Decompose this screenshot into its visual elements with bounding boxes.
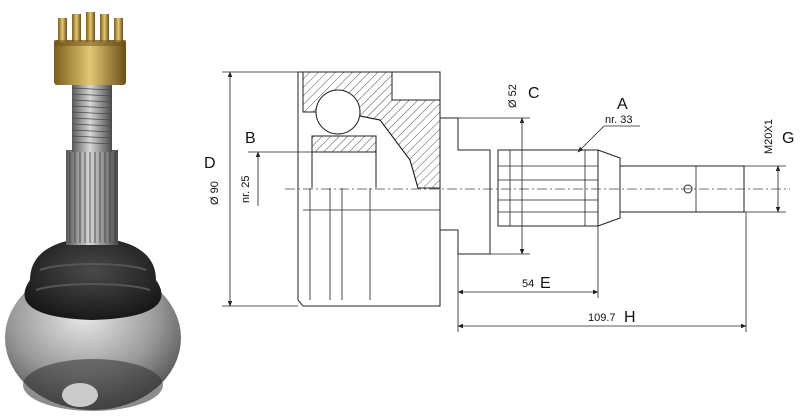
label-A: A: [617, 96, 628, 113]
cv-joint-photo: [5, 12, 181, 411]
label-dia-90: Ø 90: [209, 181, 221, 205]
label-nr-33: nr. 33: [605, 114, 633, 126]
label-len-109-7: 109.7: [588, 312, 616, 324]
label-E: E: [540, 275, 551, 292]
label-H: H: [624, 309, 636, 326]
label-len-54: 54: [522, 278, 534, 290]
label-C: C: [528, 85, 540, 102]
label-dia-52: Ø 52: [507, 84, 519, 108]
label-B: B: [245, 130, 256, 147]
label-D: D: [204, 155, 216, 172]
label-nr-25: nr. 25: [240, 175, 252, 203]
label-G: G: [782, 130, 794, 147]
technical-drawing: [222, 71, 790, 332]
label-thread-m20x1: M20X1: [763, 119, 775, 154]
